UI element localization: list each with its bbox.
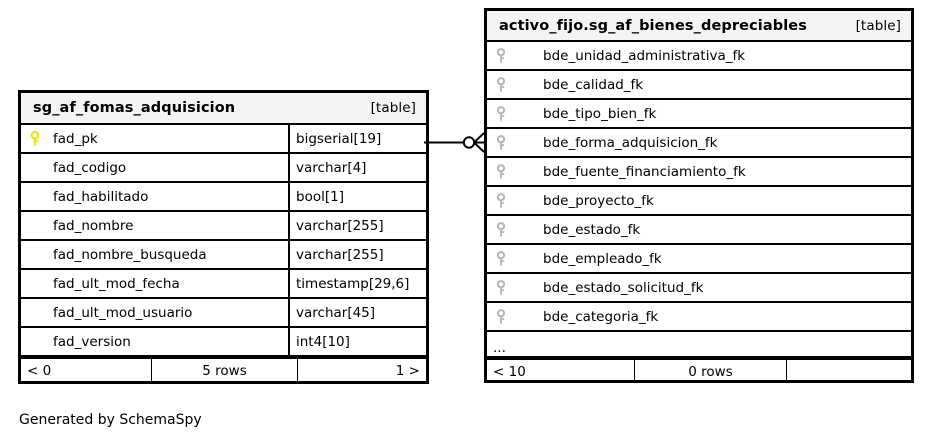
- column-name-cell: fad_codigo: [21, 154, 288, 181]
- column-name: fad_nombre: [53, 217, 134, 234]
- table-row[interactable]: fad_version int4[10]: [21, 328, 426, 357]
- footer-prev-button[interactable]: < 10: [487, 360, 635, 383]
- table-row[interactable]: fad_nombre varchar[255]: [21, 212, 426, 241]
- entity-footer: < 10 0 rows: [487, 358, 911, 383]
- more-columns-indicator: ...: [487, 332, 911, 358]
- column-name-cell: bde_estado_solicitud_fk: [487, 274, 911, 301]
- column-type: varchar[45]: [288, 299, 426, 326]
- foreign-key-icon: [493, 221, 509, 238]
- table-row[interactable]: bde_proyecto_fk: [487, 187, 911, 216]
- entity-type-tag: [table]: [855, 17, 901, 34]
- column-name-cell: bde_empleado_fk: [487, 245, 911, 272]
- table-row[interactable]: fad_habilitado bool[1]: [21, 183, 426, 212]
- column-name: bde_unidad_administrativa_fk: [543, 47, 746, 64]
- no-key-icon: [27, 334, 43, 350]
- table-row[interactable]: bde_fuente_financiamiento_fk: [487, 158, 911, 187]
- column-name: bde_forma_adquisicion_fk: [543, 134, 718, 151]
- column-name: fad_ult_mod_usuario: [53, 304, 193, 321]
- column-type: varchar[4]: [288, 154, 426, 181]
- entity-title: sg_af_fomas_adquisicion: [33, 100, 236, 116]
- entity-table-sg-af-fomas-adquisicion[interactable]: sg_af_fomas_adquisicion [table] fad_pk b…: [18, 90, 429, 384]
- footer-next-button[interactable]: 1 >: [395, 362, 420, 379]
- column-name-cell: bde_tipo_bien_fk: [487, 100, 911, 127]
- foreign-key-icon: [493, 279, 509, 296]
- column-name: fad_version: [53, 333, 131, 350]
- no-key-icon: [27, 189, 43, 205]
- foreign-key-icon: [493, 308, 509, 325]
- primary-key-icon: [27, 130, 43, 147]
- column-name: bde_proyecto_fk: [543, 192, 654, 209]
- column-name-cell: bde_forma_adquisicion_fk: [487, 129, 911, 156]
- column-name-cell: bde_unidad_administrativa_fk: [487, 42, 911, 69]
- column-type: timestamp[29,6]: [288, 270, 426, 297]
- foreign-key-icon: [493, 250, 509, 267]
- no-key-icon: [27, 276, 43, 292]
- column-name: bde_empleado_fk: [543, 250, 662, 267]
- column-name: bde_categoria_fk: [543, 308, 659, 325]
- table-row[interactable]: bde_forma_adquisicion_fk: [487, 129, 911, 158]
- column-name-cell: fad_pk: [21, 125, 288, 152]
- no-key-icon: [27, 218, 43, 234]
- footer-next-button[interactable]: [787, 360, 911, 383]
- entity-type-tag: [table]: [370, 100, 416, 116]
- generated-by-caption: Generated by SchemaSpy: [19, 412, 202, 428]
- column-type: int4[10]: [288, 328, 426, 355]
- table-row[interactable]: bde_unidad_administrativa_fk: [487, 42, 911, 71]
- column-type: bool[1]: [288, 183, 426, 210]
- relationship-connector: [424, 132, 485, 153]
- no-key-icon: [27, 160, 43, 176]
- entity-header: activo_fijo.sg_af_bienes_depreciables [t…: [487, 11, 911, 42]
- table-row[interactable]: bde_estado_solicitud_fk: [487, 274, 911, 303]
- foreign-key-icon: [493, 192, 509, 209]
- foreign-key-icon: [493, 76, 509, 93]
- foreign-key-icon: [493, 163, 509, 180]
- column-name: fad_codigo: [53, 159, 127, 176]
- table-row[interactable]: fad_ult_mod_usuario varchar[45]: [21, 299, 426, 328]
- column-name-cell: fad_ult_mod_usuario: [21, 299, 288, 326]
- entity-header: sg_af_fomas_adquisicion [table]: [21, 93, 426, 125]
- column-name-cell: fad_nombre_busqueda: [21, 241, 288, 268]
- column-name: fad_ult_mod_fecha: [53, 275, 180, 292]
- table-row[interactable]: fad_ult_mod_fecha timestamp[29,6]: [21, 270, 426, 299]
- column-name-cell: fad_version: [21, 328, 288, 355]
- column-name-cell: fad_ult_mod_fecha: [21, 270, 288, 297]
- column-name: bde_estado_solicitud_fk: [543, 279, 704, 296]
- column-name-cell: fad_nombre: [21, 212, 288, 239]
- column-name-cell: bde_calidad_fk: [487, 71, 911, 98]
- column-name: fad_habilitado: [53, 188, 149, 205]
- column-name: fad_nombre_busqueda: [53, 246, 207, 263]
- footer-row-count: 0 rows: [635, 360, 787, 383]
- column-name: bde_tipo_bien_fk: [543, 105, 657, 122]
- foreign-key-icon: [493, 134, 509, 151]
- column-name: bde_calidad_fk: [543, 76, 644, 93]
- footer-prev-button[interactable]: < 0: [21, 359, 152, 382]
- footer-row-count: 5 rows: [152, 359, 298, 382]
- foreign-key-icon: [493, 47, 509, 64]
- column-name: bde_fuente_financiamiento_fk: [543, 163, 746, 180]
- table-row[interactable]: fad_nombre_busqueda varchar[255]: [21, 241, 426, 270]
- column-type: varchar[255]: [288, 212, 426, 239]
- foreign-key-icon: [493, 105, 509, 122]
- column-name-cell: fad_habilitado: [21, 183, 288, 210]
- column-name: fad_pk: [53, 130, 98, 147]
- table-row[interactable]: bde_categoria_fk: [487, 303, 911, 332]
- column-name-cell: bde_proyecto_fk: [487, 187, 911, 214]
- column-name-cell: bde_categoria_fk: [487, 303, 911, 330]
- table-row[interactable]: fad_codigo varchar[4]: [21, 154, 426, 183]
- column-type: bigserial[19]: [288, 125, 426, 152]
- no-key-icon: [27, 305, 43, 321]
- entity-title: activo_fijo.sg_af_bienes_depreciables: [499, 17, 807, 34]
- column-name-cell: bde_fuente_financiamiento_fk: [487, 158, 911, 185]
- column-type: varchar[255]: [288, 241, 426, 268]
- table-row[interactable]: bde_tipo_bien_fk: [487, 100, 911, 129]
- table-row[interactable]: bde_estado_fk: [487, 216, 911, 245]
- table-row[interactable]: fad_pk bigserial[19]: [21, 125, 426, 154]
- column-name: bde_estado_fk: [543, 221, 641, 238]
- entity-table-activo-fijo-sg-af-bienes-depreciables[interactable]: activo_fijo.sg_af_bienes_depreciables [t…: [484, 8, 914, 383]
- entity-footer: < 0 5 rows 1 >: [21, 357, 426, 382]
- no-key-icon: [27, 247, 43, 263]
- table-row[interactable]: bde_calidad_fk: [487, 71, 911, 100]
- column-name-cell: bde_estado_fk: [487, 216, 911, 243]
- table-row[interactable]: bde_empleado_fk: [487, 245, 911, 274]
